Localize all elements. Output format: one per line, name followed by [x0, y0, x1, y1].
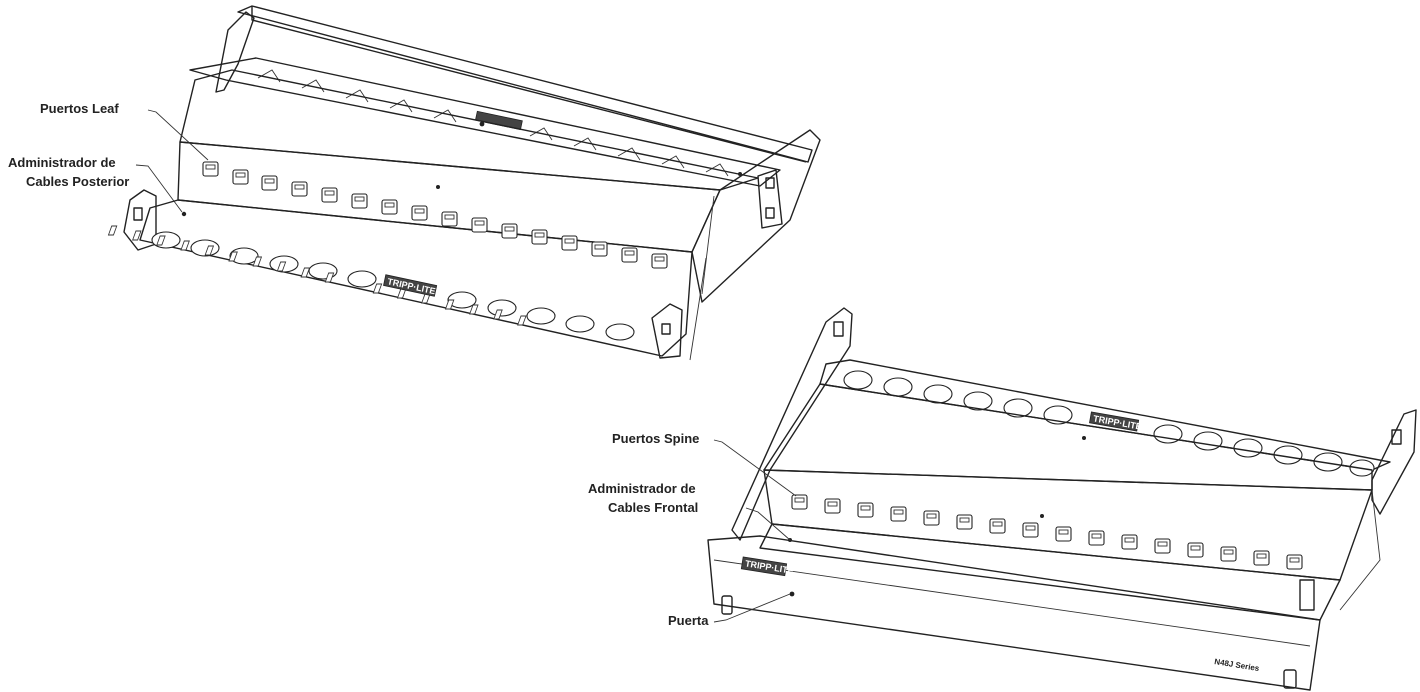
- spine-port: [1055, 526, 1072, 542]
- leaf-ports: [202, 161, 668, 269]
- front-cable-manager-label-line1: Administrador de: [588, 481, 696, 496]
- spine-port: [1286, 554, 1303, 570]
- rear-cable-manager-label-line2: Cables Posterior: [26, 174, 129, 189]
- leaf-port: [591, 241, 608, 257]
- spine-port: [1253, 550, 1270, 566]
- leaf-port: [441, 211, 458, 227]
- leaf-port: [501, 223, 518, 239]
- spine-port: [989, 518, 1006, 534]
- leaf-port: [411, 205, 428, 221]
- leaf-ports-label: Puertos Leaf: [40, 101, 119, 116]
- front-view-panel: TRIPP·LITE TRIPP·LITE N48J Series: [588, 307, 1417, 691]
- leaf-port: [202, 161, 219, 177]
- spine-port: [890, 506, 907, 522]
- spine-port: [1220, 546, 1237, 562]
- spine-ports: [791, 494, 1303, 570]
- front-rail-logo: [1089, 411, 1140, 432]
- spine-port: [1154, 538, 1171, 554]
- spine-port: [956, 514, 973, 530]
- leaf-port: [351, 193, 368, 209]
- leaf-port: [471, 217, 488, 233]
- spine-port: [1121, 534, 1138, 550]
- spine-port: [824, 498, 841, 514]
- rear-cable-manager-slots: [107, 225, 527, 326]
- rear-cable-manager-label-line1: Administrador de: [8, 155, 116, 170]
- leaf-port: [561, 235, 578, 251]
- spine-port: [1088, 530, 1105, 546]
- leaf-port: [232, 169, 249, 185]
- spine-ports-label: Puertos Spine: [612, 431, 699, 446]
- spine-port: [923, 510, 940, 526]
- door-series-label: N48J Series: [1214, 657, 1261, 673]
- leaf-port: [261, 175, 278, 191]
- leaf-port: [321, 187, 338, 203]
- door-label: Puerta: [668, 613, 709, 628]
- rear-rail-holes: [843, 370, 1375, 477]
- spine-port: [791, 494, 808, 510]
- rear-tray-logo: [383, 274, 438, 297]
- spine-port: [1187, 542, 1204, 558]
- leaf-port: [621, 247, 638, 263]
- front-cable-manager-label-line2: Cables Frontal: [608, 500, 698, 515]
- leaf-port: [291, 181, 308, 197]
- rear-view-panel: TRIPP·LITE Puertos Leaf Administrador de…: [8, 5, 821, 361]
- spine-port: [1022, 522, 1039, 538]
- door-logo: [740, 556, 788, 577]
- spine-port: [857, 502, 874, 518]
- leaf-port: [531, 229, 548, 245]
- leaf-port: [381, 199, 398, 215]
- rear-tray-logo-text: TRIPP·LITE: [386, 276, 436, 296]
- leaf-port: [651, 253, 668, 269]
